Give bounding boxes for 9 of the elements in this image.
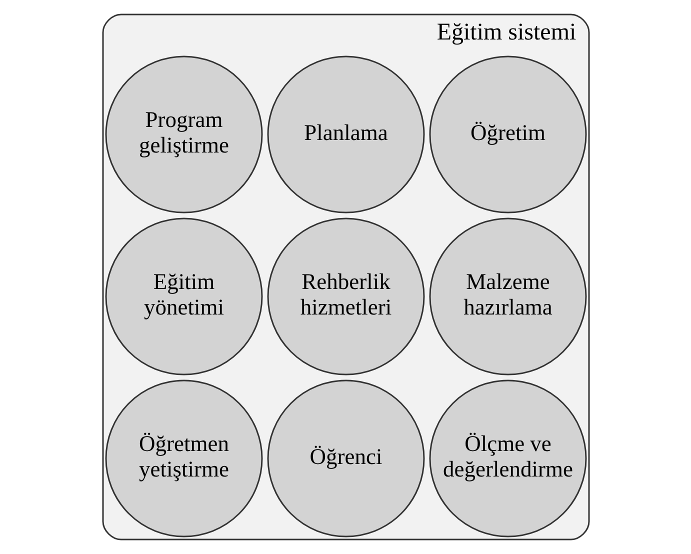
node-circle: Eğitim yönetimi xyxy=(104,218,262,376)
node-circle: Ölçme ve değerlendirme xyxy=(428,380,586,538)
node-circle: Öğrenci xyxy=(266,380,424,538)
node-circle: Program geliştirme xyxy=(104,56,262,214)
node-circle: Rehberlik hizmetleri xyxy=(266,218,424,376)
node-circle: Planlama xyxy=(266,56,424,214)
node-circle: Öğretim xyxy=(428,56,586,214)
node-circle: Öğretmen yetiştirme xyxy=(104,380,262,538)
node-circle: Malzeme hazırlama xyxy=(428,218,586,376)
